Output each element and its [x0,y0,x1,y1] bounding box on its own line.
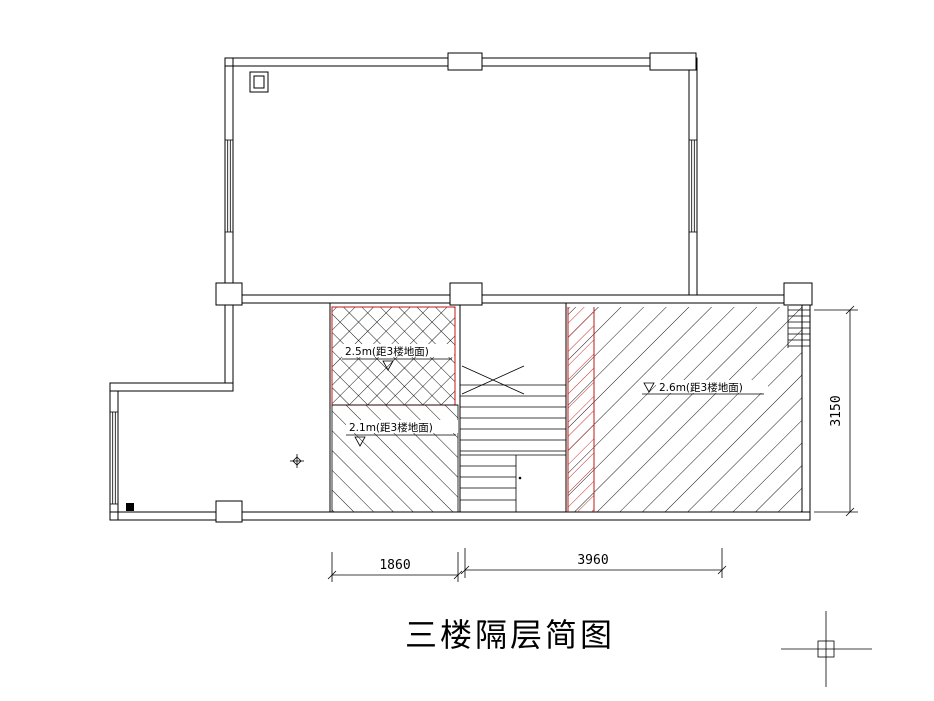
filled-corner-square-icon [126,503,134,511]
drawing-title: 三楼隔层简图 [405,616,615,654]
window-upper-left [225,139,233,233]
elevation-triangle-icon [382,360,394,371]
dimension-text-3150: 3150 [829,395,844,426]
dimension-3960: 3960 [460,548,727,578]
dimension-3150: 3150 [814,305,858,517]
flue-block [249,71,269,93]
elevation-label-2-6m: 2.6m(距3楼地面) [642,380,768,395]
window-lower-left [110,411,118,505]
elevation-text-2-6m: 2.6m(距3楼地面) [659,381,743,394]
window-upper-right [689,139,697,233]
dimension-1860: 1860 [327,552,463,582]
elevation-text-2-5m: 2.5m(距3楼地面) [345,345,429,358]
staircase [460,365,566,512]
dimension-text-1860: 1860 [379,558,410,573]
elevation-label-2-5m: 2.5m(距3楼地面) [342,344,454,371]
elevation-text-2-1m: 2.1m(距3楼地面) [349,421,433,434]
column-piers [215,52,813,523]
elevation-triangle-icon [354,436,366,447]
elevation-label-2-1m: 2.1m(距3楼地面) [346,420,458,447]
center-point-marker-icon [290,454,304,468]
cad-crosshair-cursor-icon [781,611,872,687]
elevation-triangle-icon [643,382,655,393]
mezzanine-area-2-6m [567,307,802,512]
dimension-text-3960: 3960 [577,553,608,568]
